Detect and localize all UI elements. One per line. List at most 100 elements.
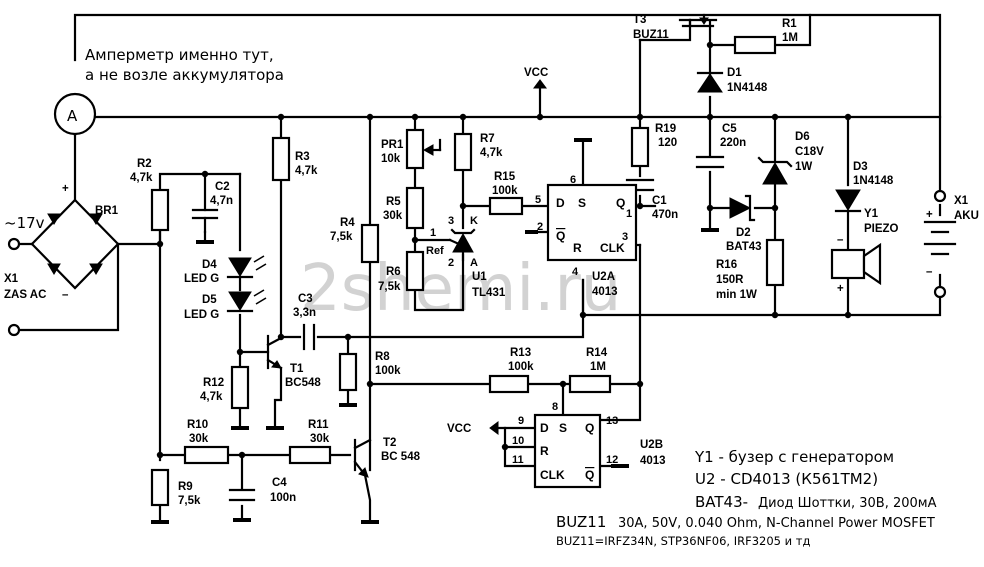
resistor-r2: R2 4,7k [130, 158, 170, 232]
svg-text:30k: 30k [189, 433, 209, 445]
svg-text:4,7k: 4,7k [130, 172, 153, 184]
svg-text:D1: D1 [727, 67, 742, 79]
resistor-r4: R4 7,5k [330, 217, 380, 264]
svg-text:100n: 100n [270, 492, 296, 504]
svg-text:R2: R2 [137, 158, 152, 170]
svg-text:R7: R7 [480, 133, 495, 145]
svg-text:3: 3 [448, 215, 454, 227]
vcc-label-top: VCC [524, 67, 548, 119]
diode-d2: D2 BAT43 [726, 194, 762, 253]
svg-text:4,7k: 4,7k [200, 391, 223, 403]
svg-text:1W: 1W [795, 161, 812, 173]
battery-aku: + – X1 AKU [923, 189, 979, 299]
svg-text:Q: Q [585, 468, 594, 482]
note-buz11-equiv: BUZ11=IRFZ34N, STP36NF06, IRF3205 и тд [556, 534, 810, 548]
svg-text:LED G: LED G [184, 309, 219, 321]
svg-text:4013: 4013 [640, 455, 666, 467]
svg-text:PR1: PR1 [381, 139, 404, 151]
resistor-r12: R12 4,7k [200, 365, 250, 410]
flipflop-u2a: D S Q Q R CLK 5 6 1 2 4 3 U2A 4013 [535, 174, 638, 298]
svg-text:120: 120 [658, 137, 677, 149]
svg-text:T2: T2 [383, 437, 396, 449]
resistor-r15: R15 100k [488, 171, 524, 216]
svg-text:BAT43: BAT43 [726, 241, 762, 253]
svg-text:R9: R9 [178, 481, 193, 493]
note-buzzer: Y1 - бузер с генератором [694, 448, 894, 466]
transistor-t1: T1 BC548 [266, 334, 321, 389]
regulator-u1-tl431: 3 K 2 A 1 Ref U1 TL431 [426, 215, 506, 299]
flipflop-u2b: D S Q R CLK Q 9 8 13 10 11 12 U2B 4013 [512, 401, 666, 489]
input-connector-ref: X1 [4, 273, 19, 285]
svg-text:U2B: U2B [640, 439, 663, 451]
zener-d6: D6 C18V 1W [757, 131, 824, 185]
resistor-r13: R13 100k [488, 347, 534, 394]
svg-text:LED G: LED G [184, 273, 219, 285]
br1-minus: – [62, 289, 69, 301]
mosfet-t3: T3 BUZ11 [633, 14, 718, 41]
svg-text:R13: R13 [510, 347, 531, 359]
capacitor-c3: C3 3,3n [293, 293, 316, 351]
svg-text:S: S [559, 421, 567, 435]
svg-text:1N4148: 1N4148 [727, 82, 768, 94]
svg-text:K: K [470, 215, 478, 227]
svg-text:+: + [926, 209, 933, 221]
svg-text:R16: R16 [716, 259, 737, 271]
svg-text:2: 2 [448, 257, 454, 269]
input-connector-type: ZAS AC [4, 289, 46, 301]
vcc-label-u2b: VCC [447, 421, 499, 435]
svg-text:C3: C3 [298, 293, 313, 305]
svg-text:30k: 30k [310, 433, 330, 445]
led-d4: D4 LED G [184, 255, 267, 292]
svg-text:4,7k: 4,7k [480, 147, 503, 159]
svg-text:CLK: CLK [540, 468, 565, 482]
capacitor-c5: C5 220n [695, 123, 746, 169]
svg-text:150R: 150R [716, 274, 744, 286]
watermark: 2shemi.ru [300, 252, 621, 326]
svg-text:–: – [837, 234, 844, 246]
svg-text:R1: R1 [782, 18, 797, 30]
br1-plus: + [62, 183, 69, 195]
svg-text:–: – [926, 266, 933, 278]
svg-text:7,5k: 7,5k [378, 281, 401, 293]
svg-text:T1: T1 [290, 363, 304, 375]
ground-symbols [151, 138, 719, 524]
svg-text:220n: 220n [720, 137, 746, 149]
svg-text:C5: C5 [722, 123, 737, 135]
svg-text:Y1: Y1 [864, 208, 879, 220]
svg-text:R12: R12 [203, 377, 224, 389]
svg-text:10k: 10k [381, 153, 401, 165]
notes: Y1 - бузер с генератором U2 - CD4013 (К5… [556, 448, 937, 548]
diode-d3: D3 1N4148 [834, 161, 894, 213]
svg-text:Q: Q [585, 421, 594, 435]
svg-text:BC 548: BC 548 [381, 451, 421, 463]
resistor-r19: R19 120 [630, 123, 677, 168]
svg-text:R15: R15 [494, 171, 516, 183]
svg-text:7,5k: 7,5k [330, 231, 353, 243]
resistor-r8: R8 100k [338, 351, 401, 392]
svg-text:4,7n: 4,7n [210, 195, 233, 207]
capacitor-c1: C1 470n [625, 178, 678, 221]
svg-text:R5: R5 [386, 196, 401, 208]
resistor-r10: R10 30k [183, 419, 230, 465]
svg-text:470n: 470n [652, 209, 678, 221]
resistor-r5: R5 30k [383, 186, 425, 230]
input-terminal-2 [7, 323, 21, 337]
svg-text:100k: 100k [492, 185, 518, 197]
svg-text:R14: R14 [586, 347, 608, 359]
svg-text:X1: X1 [954, 195, 969, 207]
resistor-r6: R6 7,5k [378, 250, 425, 293]
svg-text:1M: 1M [782, 32, 798, 44]
svg-text:min 1W: min 1W [716, 289, 757, 301]
svg-text:4: 4 [572, 266, 579, 278]
bridge-rectifier-br1: BR1 + – [30, 183, 120, 301]
resistor-r16: R16 150R min 1W [716, 238, 785, 301]
svg-text:VCC: VCC [447, 423, 471, 435]
svg-text:BUZ11: BUZ11 [633, 29, 669, 41]
svg-text:A: A [470, 257, 478, 269]
svg-text:U1: U1 [472, 271, 487, 283]
resistor-r14: R14 1M [568, 347, 612, 394]
resistor-pr1: PR1 10k [381, 128, 442, 170]
svg-text:TL431: TL431 [472, 287, 506, 299]
svg-text:30k: 30k [383, 210, 403, 222]
